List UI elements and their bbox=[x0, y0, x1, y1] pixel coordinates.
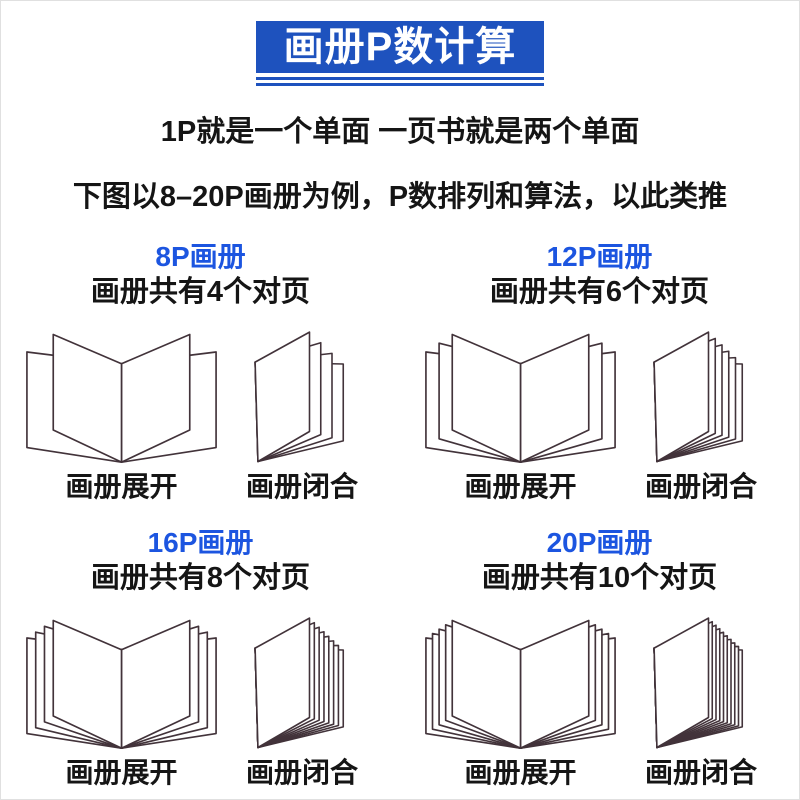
intro-line-1: 1P就是一个单面 一页书就是两个单面 bbox=[160, 116, 640, 148]
open-book-figure bbox=[26, 333, 217, 464]
closed-book-label: 画册闭合 bbox=[245, 757, 358, 788]
section-spread-count: 画册共有10个对页 bbox=[481, 562, 718, 594]
closed-book-figure bbox=[653, 617, 744, 749]
open-book-block: 画册展开 bbox=[423, 313, 618, 503]
open-book-label: 画册展开 bbox=[464, 471, 577, 502]
section-spread-count: 画册共有4个对页 bbox=[90, 276, 311, 308]
section-spread-count: 画册共有8个对页 bbox=[90, 562, 311, 594]
open-book-figure bbox=[26, 619, 217, 750]
section-title: 16P画册 bbox=[147, 527, 254, 558]
section-title: 12P画册 bbox=[546, 241, 653, 272]
section-12p: 12P画册 画册共有6个对页 画册展开 画册闭合 bbox=[400, 241, 799, 503]
open-book-block: 画册展开 bbox=[24, 313, 219, 503]
open-book-block: 画册展开 bbox=[423, 599, 618, 789]
page-title: 画册P数计算 bbox=[256, 21, 544, 73]
open-book-label: 画册展开 bbox=[464, 757, 577, 788]
figures-row: 画册展开 画册闭合 bbox=[400, 313, 799, 503]
figures-row: 画册展开 画册闭合 bbox=[1, 313, 400, 503]
section-16p: 16P画册 画册共有8个对页 画册展开 画册闭合 bbox=[1, 527, 400, 789]
figures-row: 画册展开 画册闭合 bbox=[1, 599, 400, 789]
closed-book-figure bbox=[653, 331, 744, 463]
open-book-label: 画册展开 bbox=[65, 471, 178, 502]
title-banner-underline: 画册P数计算 bbox=[256, 21, 544, 86]
sections-grid: 8P画册 画册共有4个对页 画册展开 画册闭合 12P画册 画册共有6个对页 bbox=[1, 241, 799, 789]
closed-book-block: 画册闭合 bbox=[626, 319, 776, 503]
open-book-block: 画册展开 bbox=[24, 599, 219, 789]
section-20p: 20P画册 画册共有10个对页 画册展开 画册闭合 bbox=[400, 527, 799, 789]
closed-book-block: 画册闭合 bbox=[227, 319, 377, 503]
closed-book-block: 画册闭合 bbox=[227, 605, 377, 789]
open-book-label: 画册展开 bbox=[65, 757, 178, 788]
closed-book-figure bbox=[254, 331, 345, 463]
section-8p: 8P画册 画册共有4个对页 画册展开 画册闭合 bbox=[1, 241, 400, 503]
intro-line-2: 下图以8–20P画册为例，P数排列和算法，以此类推 bbox=[72, 181, 728, 213]
figures-row: 画册展开 画册闭合 bbox=[400, 599, 799, 789]
open-book-figure bbox=[425, 619, 616, 750]
section-title: 20P画册 bbox=[546, 527, 653, 558]
closed-book-label: 画册闭合 bbox=[644, 471, 757, 502]
closed-book-label: 画册闭合 bbox=[644, 757, 757, 788]
closed-book-figure bbox=[254, 617, 345, 749]
open-book-figure bbox=[425, 333, 616, 464]
closed-book-label: 画册闭合 bbox=[245, 471, 358, 502]
closed-book-block: 画册闭合 bbox=[626, 605, 776, 789]
section-spread-count: 画册共有6个对页 bbox=[489, 276, 710, 308]
section-title: 8P画册 bbox=[155, 241, 246, 272]
